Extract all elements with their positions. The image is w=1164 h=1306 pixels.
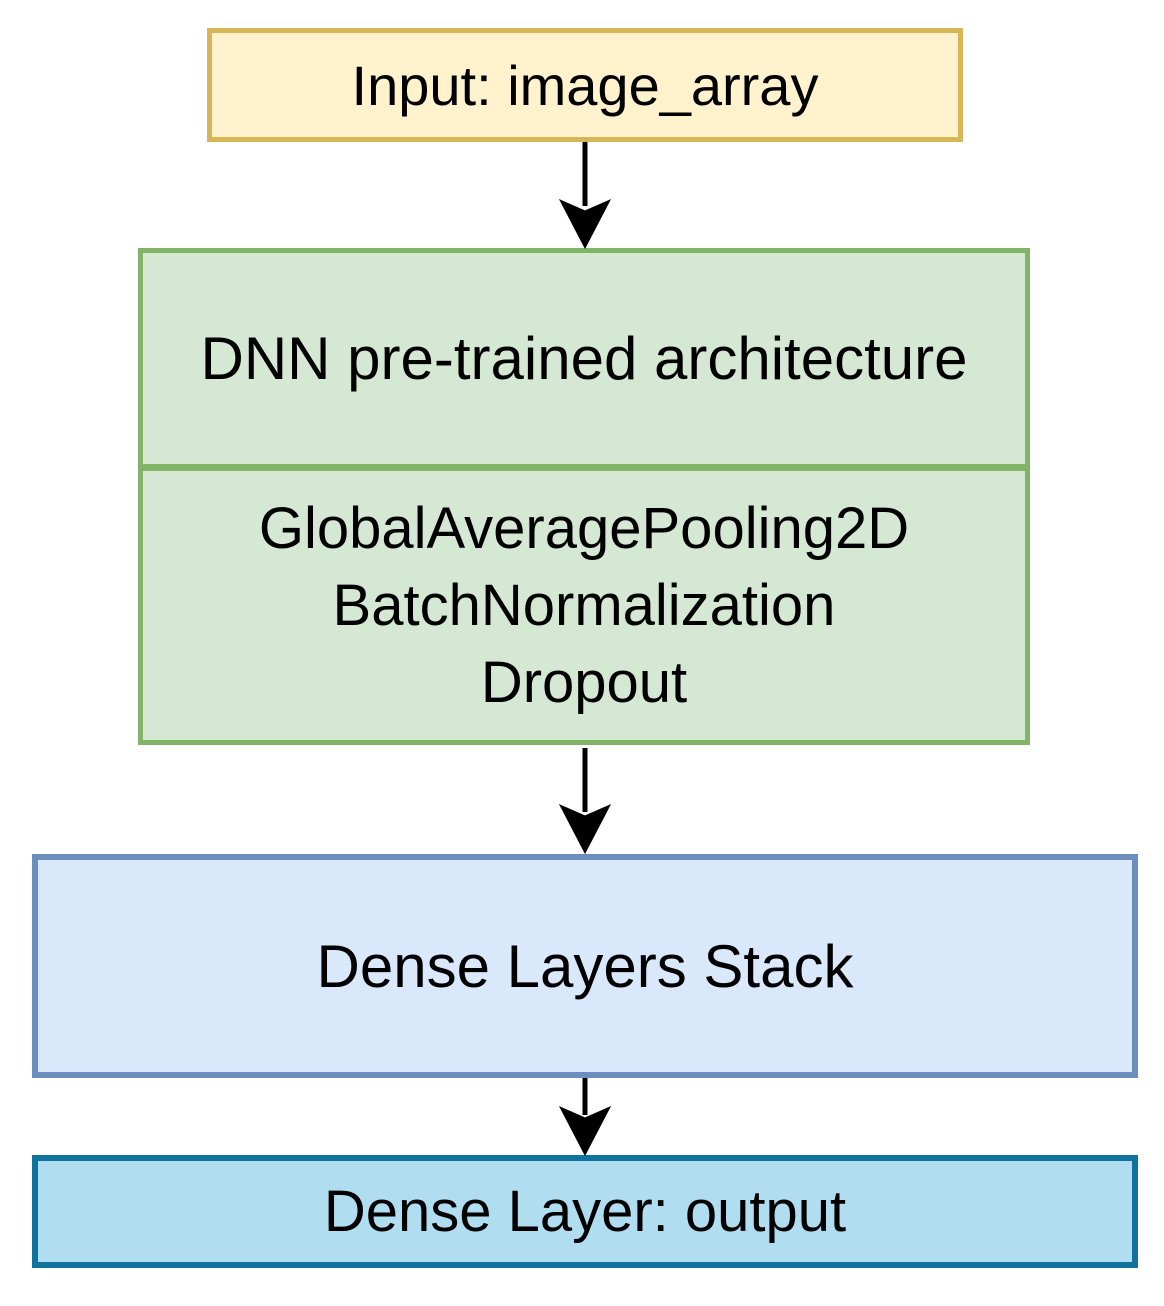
arrow-pooling-to-dense-stack-icon bbox=[558, 748, 612, 855]
node-dnn-pretrained: DNN pre-trained architecture bbox=[138, 248, 1030, 469]
node-input: Input: image_array bbox=[207, 28, 963, 142]
arrow-input-to-dnn-icon bbox=[558, 142, 612, 250]
node-pooling-line-1: GlobalAveragePooling2D bbox=[258, 496, 910, 561]
node-dense-layers-stack-label: Dense Layers Stack bbox=[316, 932, 854, 1000]
node-dense-layers-stack: Dense Layers Stack bbox=[32, 854, 1138, 1078]
node-input-label: Input: image_array bbox=[351, 53, 819, 117]
node-pooling-line-3: Dropout bbox=[480, 650, 688, 715]
node-dense-output: Dense Layer: output bbox=[32, 1155, 1138, 1268]
node-dense-output-label: Dense Layer: output bbox=[323, 1179, 847, 1244]
arrow-dense-stack-to-output-icon bbox=[558, 1078, 612, 1157]
node-pooling-block: GlobalAveragePooling2D BatchNormalizatio… bbox=[138, 466, 1030, 745]
node-dnn-pretrained-label: DNN pre-trained architecture bbox=[200, 325, 968, 392]
node-pooling-line-2: BatchNormalization bbox=[332, 573, 836, 638]
